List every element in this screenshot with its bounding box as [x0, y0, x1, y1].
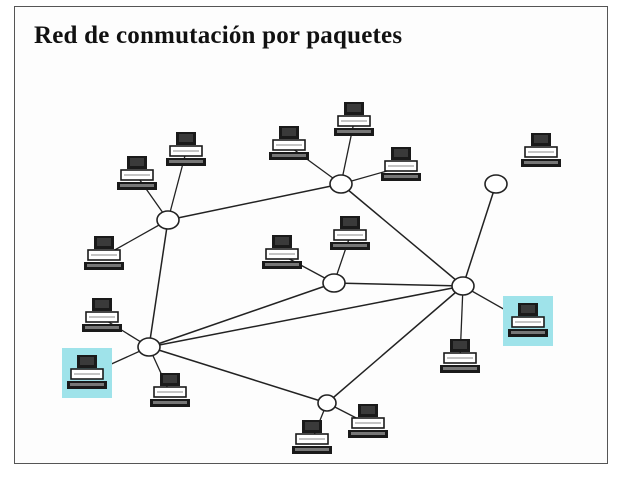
monitor-screen: [163, 375, 177, 383]
keyboard-keys: [337, 130, 371, 133]
diagram-title: Red de conmutación por paquetes: [34, 22, 403, 49]
computer-terminal-icon: [521, 133, 561, 167]
keyboard-keys: [272, 154, 306, 157]
keyboard-keys: [351, 432, 385, 435]
link-g-e: [326, 285, 464, 404]
computer-terminal-icon: [84, 236, 124, 270]
router-node-icon: [317, 394, 337, 412]
monitor-screen: [282, 128, 296, 136]
keyboard-keys: [384, 175, 418, 178]
link-f-e: [148, 285, 464, 348]
computer-terminal-icon: [150, 373, 190, 407]
monitor-screen: [453, 341, 467, 349]
link-b-e: [340, 183, 464, 287]
link-a-b: [167, 183, 342, 221]
keyboard-keys: [87, 264, 121, 267]
monitor-screen: [179, 134, 193, 142]
keyboard-keys: [169, 160, 203, 163]
router-node-icon: [137, 337, 161, 357]
computer-terminal-icon: [166, 132, 206, 166]
link-c-e: [462, 183, 497, 287]
monitor-screen: [130, 158, 144, 166]
keyboard-keys: [443, 367, 477, 370]
keyboard-keys: [265, 263, 299, 266]
computer-terminal-icon: [348, 404, 388, 438]
router-node-icon: [156, 210, 180, 230]
keyboard-keys: [120, 184, 154, 187]
monitor-screen: [275, 237, 289, 245]
computer-terminal-icon: [440, 339, 480, 373]
diagram-frame: [14, 6, 608, 464]
router-node-icon: [484, 174, 508, 194]
computer-terminal-icon: [117, 156, 157, 190]
computer-terminal-icon: [262, 235, 302, 269]
network-nodes: [137, 174, 508, 412]
router-node-icon: [322, 273, 346, 293]
keyboard-keys: [333, 244, 367, 247]
monitor-screen: [521, 305, 535, 313]
keyboard-keys: [524, 161, 558, 164]
computer-terminal-icon: [269, 126, 309, 160]
monitor-screen: [95, 300, 109, 308]
monitor-screen: [343, 218, 357, 226]
computer-terminal-icon: [503, 296, 553, 346]
keyboard-keys: [85, 326, 119, 329]
keyboard-keys: [511, 331, 545, 334]
computer-terminal-icon: [330, 216, 370, 250]
computer-terminal-icon: [381, 147, 421, 181]
computer-terminal-icon: [292, 420, 332, 454]
monitor-screen: [80, 357, 94, 365]
computer-terminal-icon: [62, 348, 112, 398]
keyboard-keys: [70, 383, 104, 386]
network-terminals: [62, 102, 561, 454]
network-links: [148, 183, 497, 404]
keyboard-keys: [295, 448, 329, 451]
router-node-icon: [329, 174, 353, 194]
monitor-screen: [534, 135, 548, 143]
link-d-f: [148, 282, 335, 348]
monitor-screen: [97, 238, 111, 246]
monitor-screen: [347, 104, 361, 112]
computer-terminal-icon: [82, 298, 122, 332]
link-a-f: [148, 219, 169, 348]
monitor-screen: [305, 422, 319, 430]
keyboard-keys: [153, 401, 187, 404]
router-node-icon: [451, 276, 475, 296]
link-f-g: [148, 346, 328, 404]
monitor-screen: [361, 406, 375, 414]
monitor-screen: [394, 149, 408, 157]
computer-terminal-icon: [334, 102, 374, 136]
link-d-e: [333, 282, 464, 287]
